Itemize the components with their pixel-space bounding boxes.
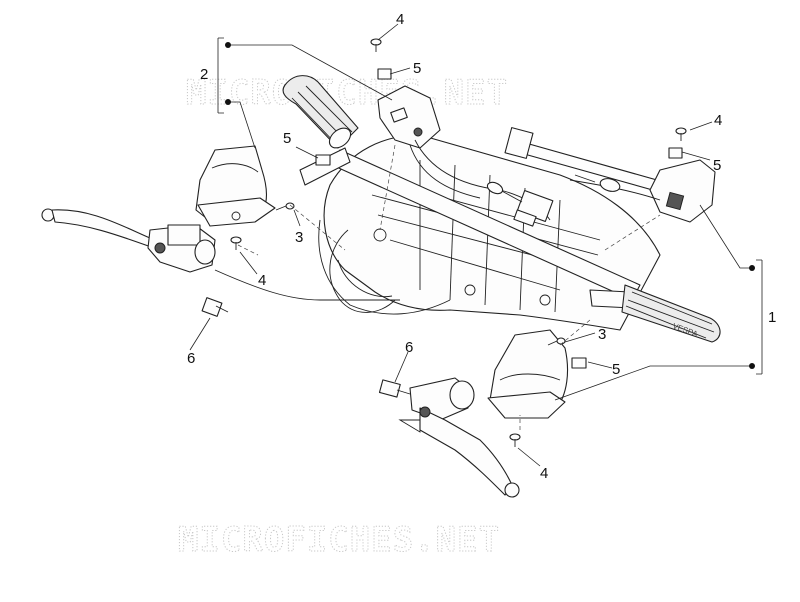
callout-4-top: 4 — [396, 11, 404, 28]
left-grip — [282, 75, 359, 149]
wiring-connector-left — [486, 181, 554, 227]
right-brake-lever — [398, 377, 520, 498]
callout-4-bottom: 4 — [540, 465, 548, 482]
right-switch-harness — [504, 127, 716, 223]
callout-5-bottom: 5 — [612, 361, 620, 378]
watermark-top: MICROFICHES.NET — [186, 73, 508, 113]
callout-4-left: 4 — [258, 272, 266, 289]
callout-labels: 4 5 2 5 4 5 3 4 1 6 3 6 5 4 — [187, 11, 776, 482]
callout-5-left: 5 — [283, 130, 291, 147]
brake-cable — [214, 219, 451, 315]
watermark-bottom: MICROFICHES.NET — [178, 520, 500, 560]
right-grip: VESPA — [589, 284, 721, 343]
left-brake-lever — [41, 208, 216, 273]
callout-5-top: 5 — [413, 60, 421, 77]
callout-6-mid: 6 — [405, 339, 413, 356]
callout-4-right: 4 — [714, 112, 722, 129]
callout-3-left: 3 — [295, 229, 303, 246]
leader-lines — [189, 23, 763, 467]
handlebar-tube — [299, 147, 641, 301]
callout-5-right: 5 — [713, 157, 721, 174]
callout-6-left: 6 — [187, 350, 195, 367]
callout-1: 1 — [768, 309, 776, 326]
callout-3-right: 3 — [598, 326, 606, 343]
assembly-lines — [237, 144, 661, 430]
stop-switch-icon — [201, 297, 411, 398]
callout-2: 2 — [200, 66, 208, 83]
right-handlebar-cover — [487, 329, 569, 419]
screw-icon — [230, 38, 687, 447]
left-handlebar-cover — [195, 145, 276, 227]
